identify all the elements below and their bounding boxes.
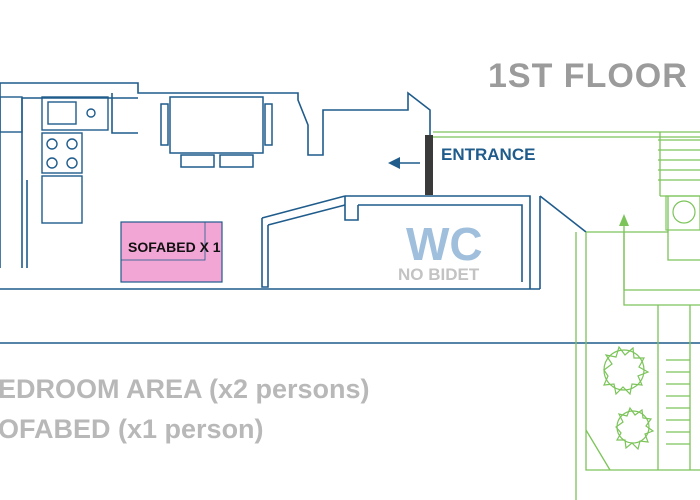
plant-icon [616,410,650,444]
kitchen [0,96,109,224]
arrow-up-icon [619,214,629,226]
plant-icons [603,195,700,451]
stove-icon [41,132,83,174]
entrance-marker: ENTRANCE [388,145,535,169]
entrance-door [425,135,433,195]
dining-table-icon [160,96,273,168]
sofabed: SOFABED X 1 [120,221,223,283]
legend-bedroom: EDROOM AREA (x2 persons) [0,374,370,404]
entrance-label: ENTRANCE [441,145,535,164]
floor-title: 1ST FLOOR [488,57,688,95]
apartment-walls [0,82,700,344]
wc-note: NO BIDET [398,265,480,284]
plant-icon [672,200,696,224]
sink-icon [41,96,109,131]
sofabed-label: SOFABED X 1 [128,239,221,255]
exterior-area [433,131,700,500]
legend-sofabed: OFABED (x1 person) [0,414,264,444]
fridge-icon [41,175,83,224]
wc-label: WC [406,218,483,270]
arrow-left-icon [388,157,400,169]
